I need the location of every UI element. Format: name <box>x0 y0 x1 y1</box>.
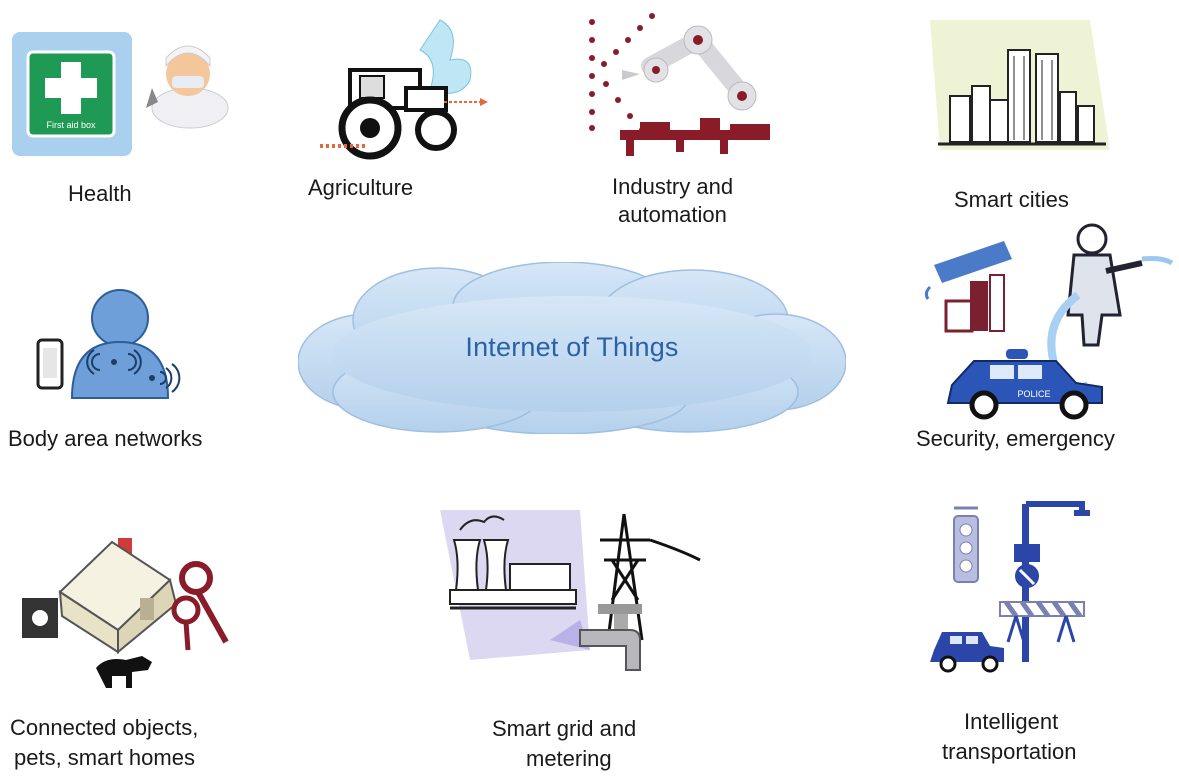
smart-grid-label-line1: Smart grid and <box>492 716 637 741</box>
node-connected-objects: Connected objects, pets, smart homes <box>0 520 260 776</box>
cloud-icon <box>297 261 847 435</box>
node-agriculture: Agriculture <box>290 0 510 210</box>
connected-objects-label-line1: Connected objects, <box>10 715 199 740</box>
iot-cloud: Internet of Things <box>297 261 847 435</box>
security-label: Security, emergency <box>916 426 1115 451</box>
node-smart-grid: Smart grid and metering <box>430 500 710 776</box>
industry-label-line1: Industry and <box>612 174 734 199</box>
city-skyline-icon <box>930 20 1110 150</box>
node-health: First aid box Health <box>0 0 250 215</box>
power-plant-tap-icon <box>440 510 701 671</box>
node-industry: Industry and automation <box>580 0 800 230</box>
node-body-area-networks: Body area networks <box>0 270 250 460</box>
smart-cities-label: Smart cities <box>954 187 1069 212</box>
node-security: POLICE Security, emergency <box>910 215 1179 455</box>
firefighter-police-icon: POLICE <box>924 223 1174 420</box>
tractor-icon <box>320 19 488 160</box>
agriculture-label: Agriculture <box>308 175 414 200</box>
wireless-person-icon <box>36 289 181 399</box>
health-label: Health <box>68 181 132 206</box>
body-area-networks-label: Body area networks <box>8 426 203 451</box>
industry-label-line2: automation <box>618 202 727 227</box>
node-transportation: Intelligent transportation <box>910 490 1150 776</box>
smart-home-icon <box>22 538 229 688</box>
first-aid-sign-text: First aid box <box>46 120 96 130</box>
traffic-light-car-icon <box>930 501 1090 673</box>
robot-arm-icon <box>589 13 770 156</box>
smart-grid-label-line2: metering <box>526 746 612 771</box>
transportation-label-line2: transportation <box>942 739 1077 764</box>
center-label: Internet of Things <box>465 332 679 362</box>
first-aid-doctor-icon: First aid box <box>12 32 229 156</box>
police-car-text: POLICE <box>1017 389 1050 399</box>
node-smart-cities: Smart cities <box>920 0 1120 215</box>
transportation-label-line1: Intelligent <box>964 709 1059 734</box>
connected-objects-label-line2: pets, smart homes <box>14 745 195 770</box>
